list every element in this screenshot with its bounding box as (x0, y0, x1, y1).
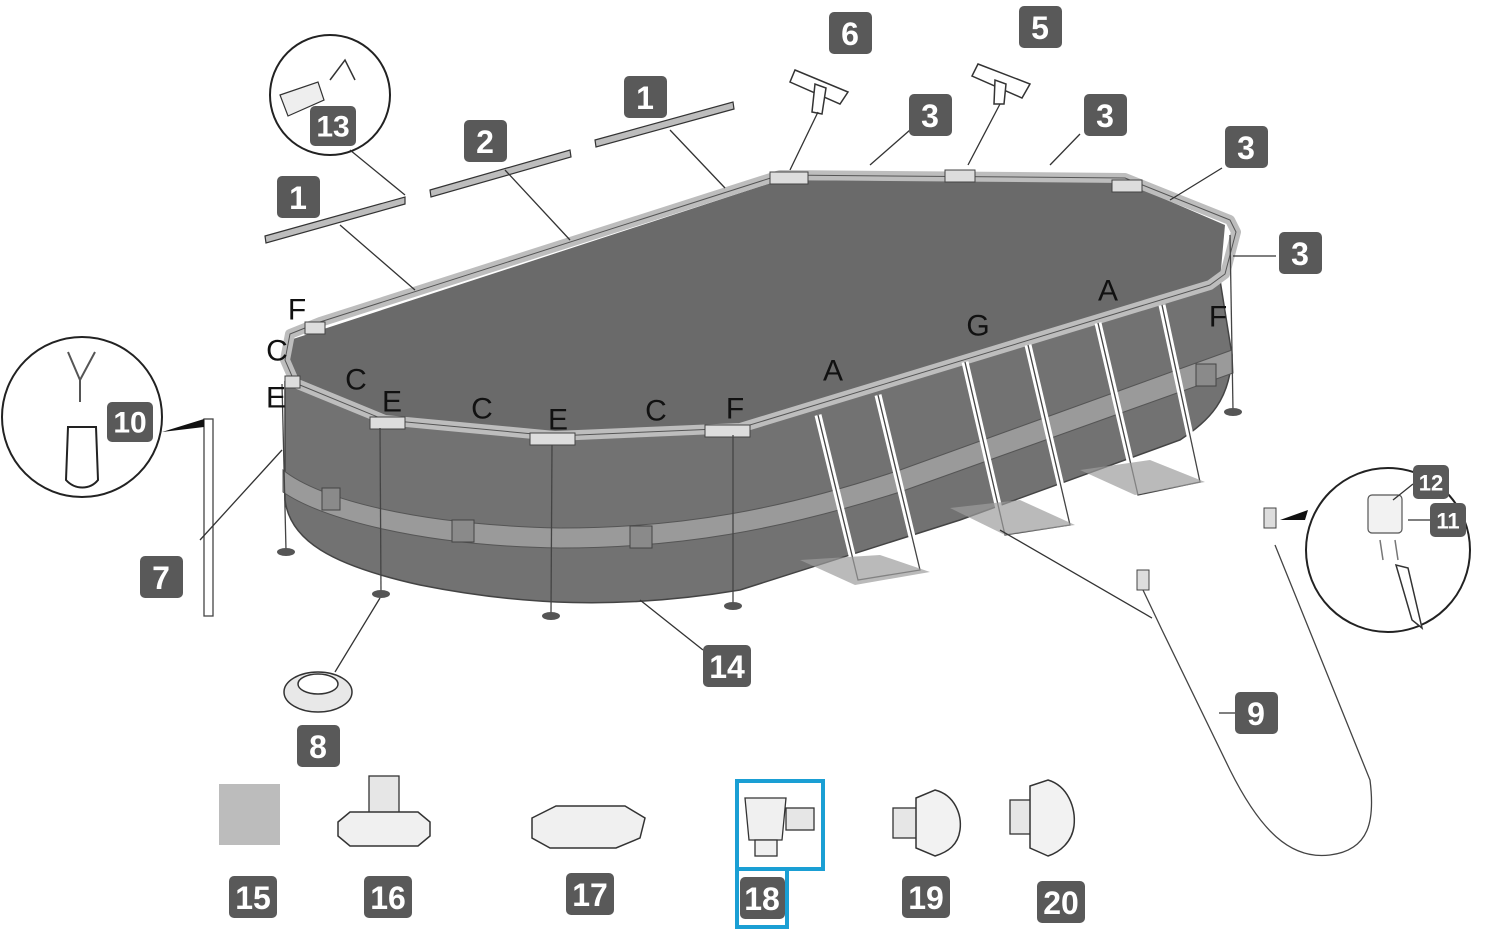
zoom-circle-13 (269, 34, 391, 156)
svg-text:11: 11 (1436, 509, 1459, 534)
callout-19: 19 (902, 876, 950, 918)
callout-1-left: 1 (277, 176, 320, 218)
callout-10: 10 (107, 402, 153, 442)
letter-g-front: G (966, 310, 989, 343)
svg-text:1: 1 (289, 180, 307, 216)
letter-c-corner: C (345, 364, 367, 397)
callout-6: 6 (829, 12, 872, 54)
svg-text:5: 5 (1031, 10, 1049, 46)
leg-part-7 (203, 418, 214, 617)
svg-text:12: 12 (1419, 471, 1443, 496)
callout-9: 9 (1235, 692, 1278, 734)
rail-part-2 (429, 149, 572, 198)
foot-cap-part-8 (283, 671, 353, 713)
callout-13: 13 (310, 106, 356, 146)
callout-14: 14 (703, 645, 751, 687)
svg-text:10: 10 (113, 407, 146, 440)
letter-c-front-1: C (471, 393, 493, 426)
svg-text:15: 15 (235, 880, 271, 916)
callout-12: 12 (1413, 465, 1449, 499)
leader-lines (199, 103, 1432, 714)
svg-text:3: 3 (1237, 130, 1255, 166)
pool-liner (284, 279, 1233, 604)
svg-text:2: 2 (476, 124, 494, 160)
connector-part-19 (892, 789, 962, 857)
callout-8: 8 (297, 725, 340, 767)
callout-15: 15 (229, 876, 277, 918)
letter-c-left: C (266, 335, 288, 368)
svg-text:8: 8 (309, 729, 327, 765)
callout-2: 2 (464, 120, 507, 162)
callout-20: 20 (1037, 881, 1085, 923)
zoom-circle-10 (1, 336, 204, 498)
svg-text:16: 16 (370, 880, 406, 916)
callout-3-c: 3 (1225, 126, 1268, 168)
letter-e-front-2: E (548, 404, 568, 437)
connector-part-20 (1009, 779, 1076, 857)
svg-text:19: 19 (908, 880, 944, 916)
letter-f-right: F (1209, 301, 1227, 334)
callout-1-right: 1 (624, 76, 667, 118)
svg-text:3: 3 (1096, 98, 1114, 134)
callout-16: 16 (364, 876, 412, 918)
letter-a-back: A (1098, 275, 1118, 308)
callout-7: 7 (140, 556, 183, 598)
top-rail (280, 169, 1241, 446)
zoom-circle-11-12 (1280, 467, 1471, 633)
svg-text:18: 18 (744, 881, 780, 917)
drain-plug-part-16 (337, 775, 431, 847)
svg-text:3: 3 (1291, 236, 1309, 272)
letter-a-front: A (823, 355, 843, 388)
svg-text:13: 13 (316, 111, 349, 144)
letter-c-front-2: C (645, 395, 667, 428)
t-joint-part-6 (789, 69, 850, 115)
rail-part-1-right (594, 101, 735, 148)
callout-18: 18 (735, 867, 789, 929)
callout-17: 17 (566, 873, 614, 915)
svg-text:6: 6 (841, 16, 859, 52)
svg-text:17: 17 (572, 877, 608, 913)
svg-text:14: 14 (709, 649, 745, 685)
svg-text:7: 7 (152, 560, 170, 596)
pool-body (282, 180, 1234, 604)
callout-3-b: 3 (1084, 94, 1127, 136)
patch-part-15 (219, 784, 280, 845)
svg-text:3: 3 (921, 98, 939, 134)
callout-11: 11 (1430, 503, 1466, 537)
valve-part-18 (735, 779, 825, 871)
callout-3-a: 3 (909, 94, 952, 136)
letter-f-front: F (726, 393, 744, 426)
a-frame-supports (800, 304, 1205, 585)
rail-part-1-left (264, 196, 406, 244)
pool-legs (277, 234, 1242, 620)
letter-e-left: E (266, 382, 286, 415)
svg-text:9: 9 (1247, 696, 1265, 732)
t-joint-part-5 (970, 63, 1032, 105)
letter-e-front-1: E (382, 386, 402, 419)
svg-text:1: 1 (636, 80, 654, 116)
callout-5: 5 (1019, 6, 1062, 48)
svg-text:20: 20 (1043, 885, 1079, 921)
callout-3-d: 3 (1279, 232, 1322, 274)
hose-part-9 (1136, 507, 1376, 860)
strainer-cap-part-17 (531, 805, 646, 849)
letter-f-left: F (288, 294, 306, 327)
